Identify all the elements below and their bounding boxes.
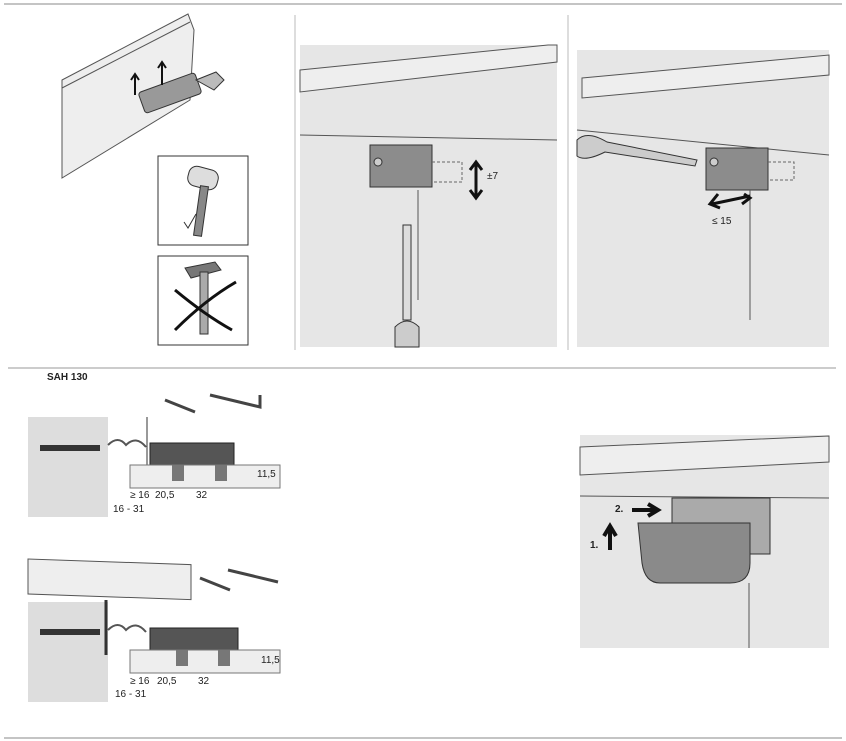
dim-wall-range: 16 - 31 bbox=[115, 689, 147, 700]
height-adjust-label: ±7 bbox=[487, 171, 499, 182]
dim-spacing-1: 20,5 bbox=[157, 676, 177, 687]
vertical-adjust-arrow-icon bbox=[468, 159, 484, 201]
section-title: SAH 130 bbox=[47, 372, 88, 383]
dim-min-edge: ≥ 16 bbox=[130, 676, 150, 687]
board-with-bracket-illustration bbox=[61, 13, 225, 179]
dim-wall-range: 16 - 31 bbox=[113, 504, 145, 515]
dim-min-edge: ≥ 16 bbox=[130, 490, 150, 501]
step-1-label: 1. bbox=[590, 540, 599, 551]
depth-adjust-label: ≤ 15 bbox=[712, 216, 732, 227]
sah130-wall-mount-drawing-bottom bbox=[27, 558, 281, 702]
arrow-up-icon bbox=[130, 72, 140, 95]
steel-hammer-crossed-icon bbox=[173, 261, 237, 335]
dim-height: 11,5 bbox=[257, 469, 276, 480]
horizontal-adjust-arrow-icon bbox=[707, 192, 753, 210]
height-adjust-illustration bbox=[299, 44, 558, 348]
dim-spacing-1: 20,5 bbox=[155, 490, 175, 501]
step-2-label: 2. bbox=[615, 504, 624, 515]
arrow-up-icon bbox=[602, 522, 618, 550]
dim-spacing-2: 32 bbox=[198, 676, 210, 687]
cover-cap-illustration bbox=[579, 435, 830, 648]
checkmark-icon bbox=[183, 213, 197, 229]
depth-adjust-illustration bbox=[576, 50, 830, 347]
sah130-wall-mount-drawing-top bbox=[28, 393, 281, 517]
arrow-up-icon bbox=[157, 60, 167, 85]
rubber-mallet-icon bbox=[183, 165, 219, 237]
dim-spacing-2: 32 bbox=[196, 490, 208, 501]
arrow-right-icon bbox=[632, 502, 662, 518]
dim-height: 11,5 bbox=[261, 655, 280, 666]
